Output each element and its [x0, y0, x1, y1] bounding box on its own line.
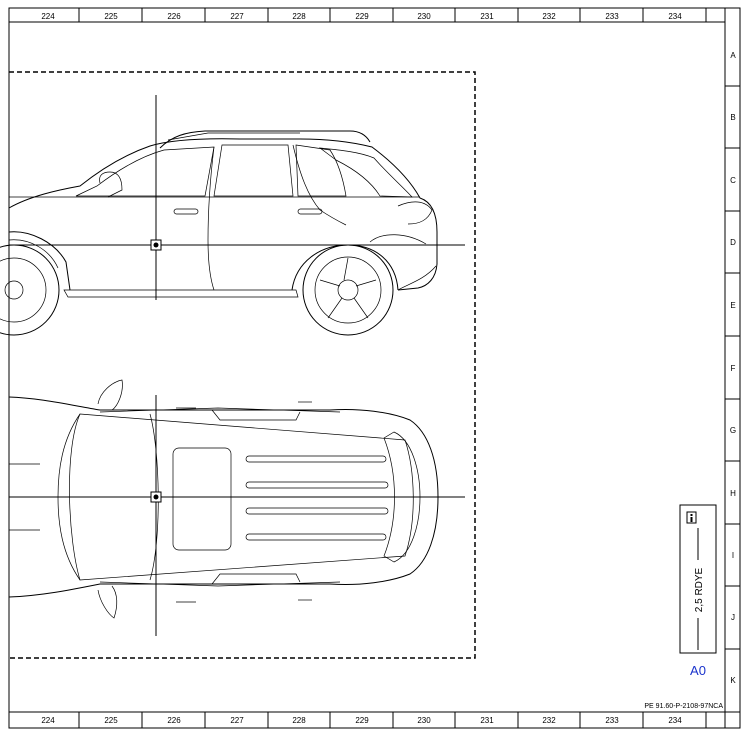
col-label: 232 [542, 716, 556, 725]
connector-label: A0 [690, 663, 706, 678]
col-label: 224 [41, 12, 55, 21]
row-label: F [731, 364, 736, 373]
row-label: B [730, 113, 735, 122]
vehicle-top-view [8, 379, 465, 636]
row-label: H [730, 489, 736, 498]
col-label: 233 [605, 12, 619, 21]
col-label: 229 [355, 716, 369, 725]
col-label: 234 [668, 716, 682, 725]
col-label: 226 [167, 716, 181, 725]
row-label: K [730, 676, 736, 685]
column-grid-bottom: 224 225 226 227 228 229 230 231 232 233 … [41, 712, 707, 728]
wire-spec-label: 2,5 RDYE [694, 567, 705, 612]
row-label: I [732, 551, 734, 560]
row-label: D [730, 238, 736, 247]
col-label: 232 [542, 12, 556, 21]
sunroof [172, 447, 232, 551]
col-label: 231 [480, 716, 494, 725]
col-label: 229 [355, 12, 369, 21]
section-boundary [9, 71, 476, 659]
col-label: 228 [292, 716, 306, 725]
row-label: A [730, 51, 736, 60]
sheet-frame [8, 7, 741, 729]
col-label: 231 [480, 12, 494, 21]
col-label: 233 [605, 716, 619, 725]
row-label: E [730, 301, 735, 310]
col-label: 227 [230, 716, 244, 725]
col-label: 226 [167, 12, 181, 21]
row-label: G [730, 426, 736, 435]
connector-component: 2,5 RDYE A0 [679, 504, 717, 678]
col-label: 227 [230, 12, 244, 21]
document-reference: PE 91.60-P-2108-97NCA [644, 703, 723, 710]
row-label: J [731, 613, 735, 622]
row-label: C [730, 176, 736, 185]
row-grid-right: A B C D E F G H I J K [725, 51, 740, 685]
col-label: 228 [292, 12, 306, 21]
col-label: 230 [417, 12, 431, 21]
column-grid-top: 224 225 226 227 228 229 230 231 232 233 … [41, 8, 707, 22]
col-label: 224 [41, 716, 55, 725]
col-label: 230 [417, 716, 431, 725]
vehicle-side-view [0, 95, 465, 336]
col-label: 234 [668, 12, 682, 21]
col-label: 225 [104, 716, 118, 725]
col-label: 225 [104, 12, 118, 21]
